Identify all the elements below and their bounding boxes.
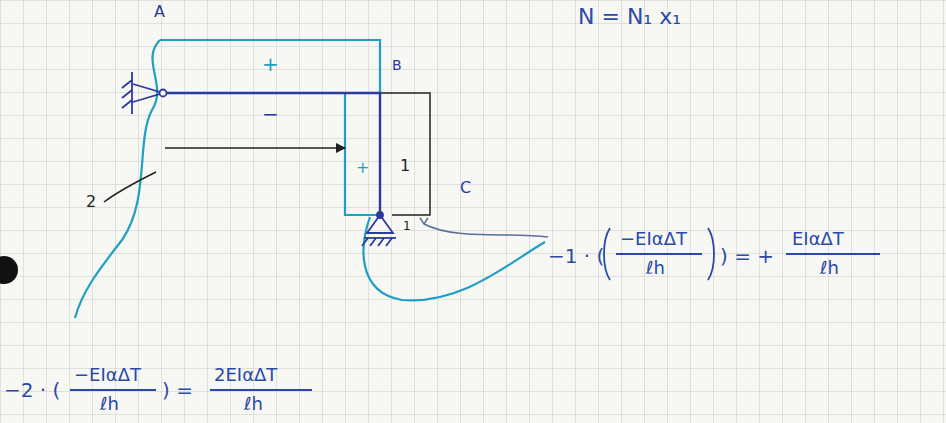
fraction-bar <box>70 254 880 390</box>
point-label: C <box>460 180 471 196</box>
punch-hole <box>0 256 18 284</box>
pin-support <box>122 72 167 114</box>
callout-number: 2 <box>86 194 96 210</box>
formula-denominator: ℓh <box>646 259 665 277</box>
frame-members <box>163 93 380 215</box>
formula-denominator: ℓh <box>820 259 839 277</box>
leader-line <box>420 218 548 237</box>
roller-support <box>362 212 396 246</box>
formula-numerator: EIαΔT <box>792 230 844 248</box>
value-label: 1 <box>400 158 410 174</box>
formula-part: −1 · ( <box>548 246 604 266</box>
sign-mark: + <box>262 54 279 74</box>
formula-numerator: 2EIαΔT <box>214 366 277 384</box>
moment-diagram <box>75 40 545 318</box>
formula-numerator: −EIαΔT <box>620 230 687 248</box>
bracket <box>604 228 714 280</box>
formula-part: ) = + <box>720 246 774 266</box>
point-label: B <box>392 58 402 72</box>
callout-number: 1 <box>403 220 411 232</box>
formula-part: ) = <box>162 380 193 400</box>
formula-denominator: ℓh <box>100 395 119 413</box>
sign-mark: + <box>356 160 369 176</box>
unit-diagram <box>104 93 430 215</box>
point-label: A <box>154 4 165 20</box>
equation: N = N₁ x₁ <box>578 6 681 28</box>
formula-numerator: −EIαΔT <box>74 366 141 384</box>
formula-part: −2 · ( <box>4 380 60 400</box>
formula-denominator: ℓh <box>244 395 263 413</box>
sign-mark: − <box>262 104 279 124</box>
